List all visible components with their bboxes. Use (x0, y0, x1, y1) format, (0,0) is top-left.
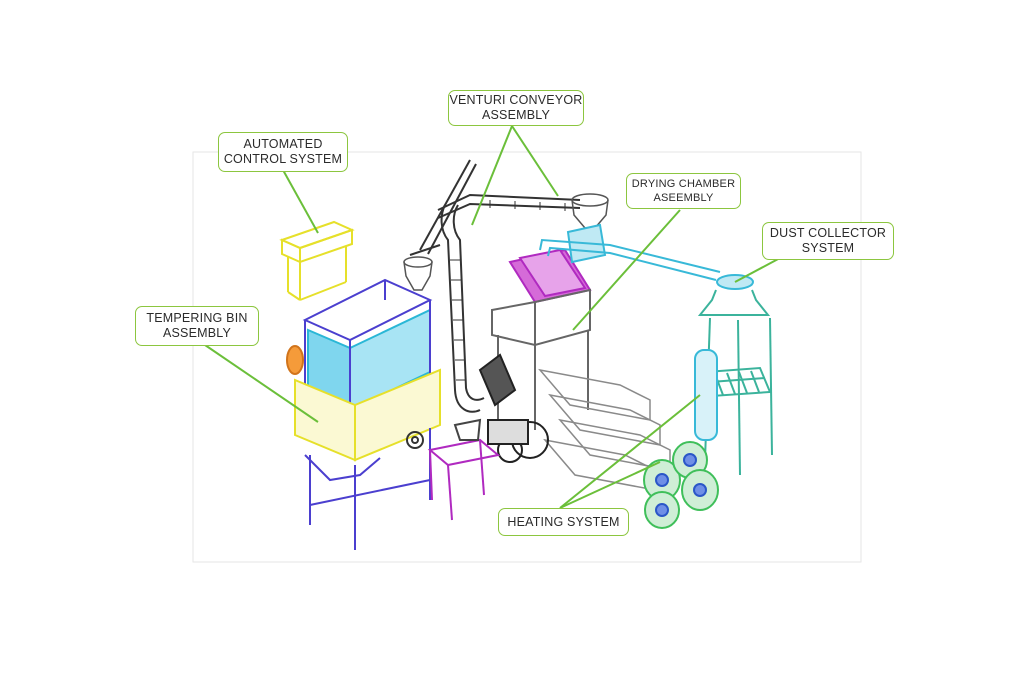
conveyor-ticks (450, 200, 566, 381)
venturi-conveyor (409, 159, 581, 413)
label-line: TEMPERING BIN (146, 311, 248, 325)
dust-collector (694, 289, 773, 476)
label-tempering-bin: TEMPERING BIN ASSEMBLY (135, 306, 259, 346)
fan-unit (478, 353, 549, 463)
label-line: DRYING CHAMBER (631, 178, 736, 190)
drying-chamber (491, 248, 592, 430)
label-line: SYSTEM (801, 241, 855, 255)
blowers (643, 441, 719, 529)
tempering-bin (286, 278, 441, 550)
label-line: VENTURI CONVEYOR (449, 93, 583, 107)
label-line: ASSEMBLY (481, 108, 551, 122)
label-line: AUTOMATED (243, 137, 323, 151)
label-automated-control: AUTOMATED CONTROL SYSTEM (218, 132, 348, 172)
label-dust-collector: DUST COLLECTOR SYSTEM (762, 222, 894, 260)
control-cabinet (279, 220, 355, 301)
label-heating-system: HEATING SYSTEM (498, 508, 629, 536)
label-venturi-conveyor: VENTURI CONVEYOR ASSEMBLY (448, 90, 584, 126)
heating-ducts (538, 368, 671, 491)
label-drying-chamber: DRYING CHAMBER ASEEMBLY (626, 173, 741, 209)
leader-lines (204, 125, 781, 509)
label-line: ASEEMBLY (653, 192, 714, 204)
label-line: DUST COLLECTOR (769, 226, 887, 240)
drawing-border (192, 151, 862, 563)
label-line: ASSEMBLY (162, 326, 232, 340)
label-line: HEATING SYSTEM (507, 514, 620, 529)
feed-table (406, 418, 501, 521)
duct (539, 223, 754, 290)
label-line: CONTROL SYSTEM (223, 152, 343, 166)
